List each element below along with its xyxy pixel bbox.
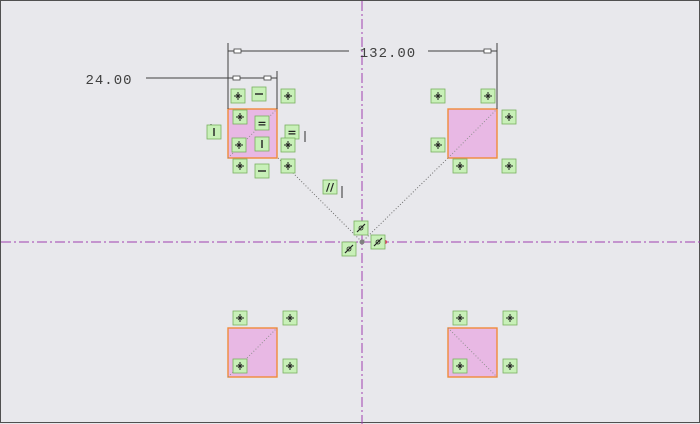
horizontal-constraint-icon[interactable]: [254, 163, 270, 179]
fix-point-icon[interactable]: [502, 310, 518, 326]
equal-constraint-icon[interactable]: =: [284, 124, 300, 140]
fix-point-icon[interactable]: [452, 310, 468, 326]
tangent-constraint-icon[interactable]: [353, 220, 369, 236]
dimension-size-value[interactable]: 24.00: [85, 73, 132, 89]
svg-text:=: =: [287, 126, 296, 139]
fix-point-icon[interactable]: [230, 88, 246, 104]
svg-text://: //: [326, 181, 335, 194]
fix-point-icon[interactable]: [280, 137, 296, 153]
fix-point-icon[interactable]: [452, 358, 468, 374]
parallel-constraint-icon[interactable]: //: [322, 179, 338, 195]
horizontal-constraint-icon[interactable]: [251, 86, 267, 102]
fix-point-icon[interactable]: [480, 88, 496, 104]
fix-point-icon[interactable]: [282, 358, 298, 374]
dimension-horizontal[interactable]: 132.00: [227, 43, 498, 109]
fix-point-icon[interactable]: [232, 358, 248, 374]
fix-point-icon[interactable]: [232, 109, 248, 125]
fix-point-icon[interactable]: [501, 158, 517, 174]
fix-point-icon[interactable]: [452, 158, 468, 174]
fix-point-icon[interactable]: [430, 88, 446, 104]
square-bottom-left[interactable]: [227, 327, 278, 378]
fix-point-icon[interactable]: [430, 137, 446, 153]
equal-constraint-icon[interactable]: =: [254, 115, 270, 131]
fix-point-icon[interactable]: [280, 88, 296, 104]
dimension-horizontal-value[interactable]: 132.00: [360, 46, 416, 62]
fix-point-icon[interactable]: [231, 137, 247, 153]
fix-point-icon[interactable]: [282, 310, 298, 326]
tangent-constraint-icon[interactable]: [370, 234, 386, 250]
fix-point-icon[interactable]: [502, 358, 518, 374]
construction-line-right[interactable]: [361, 157, 449, 243]
dimension-size[interactable]: 24.00: [85, 71, 278, 109]
tangent-constraint-icon[interactable]: [341, 241, 357, 257]
fix-point-icon[interactable]: [501, 109, 517, 125]
origin-point[interactable]: [359, 239, 365, 245]
vertical-constraint-icon[interactable]: [206, 124, 222, 140]
fix-point-icon[interactable]: [232, 310, 248, 326]
fix-point-icon[interactable]: [280, 158, 296, 174]
square-top-right[interactable]: [447, 108, 498, 159]
svg-text:=: =: [257, 117, 266, 130]
vertical-constraint-icon[interactable]: [254, 136, 270, 152]
fix-point-icon[interactable]: [232, 158, 248, 174]
